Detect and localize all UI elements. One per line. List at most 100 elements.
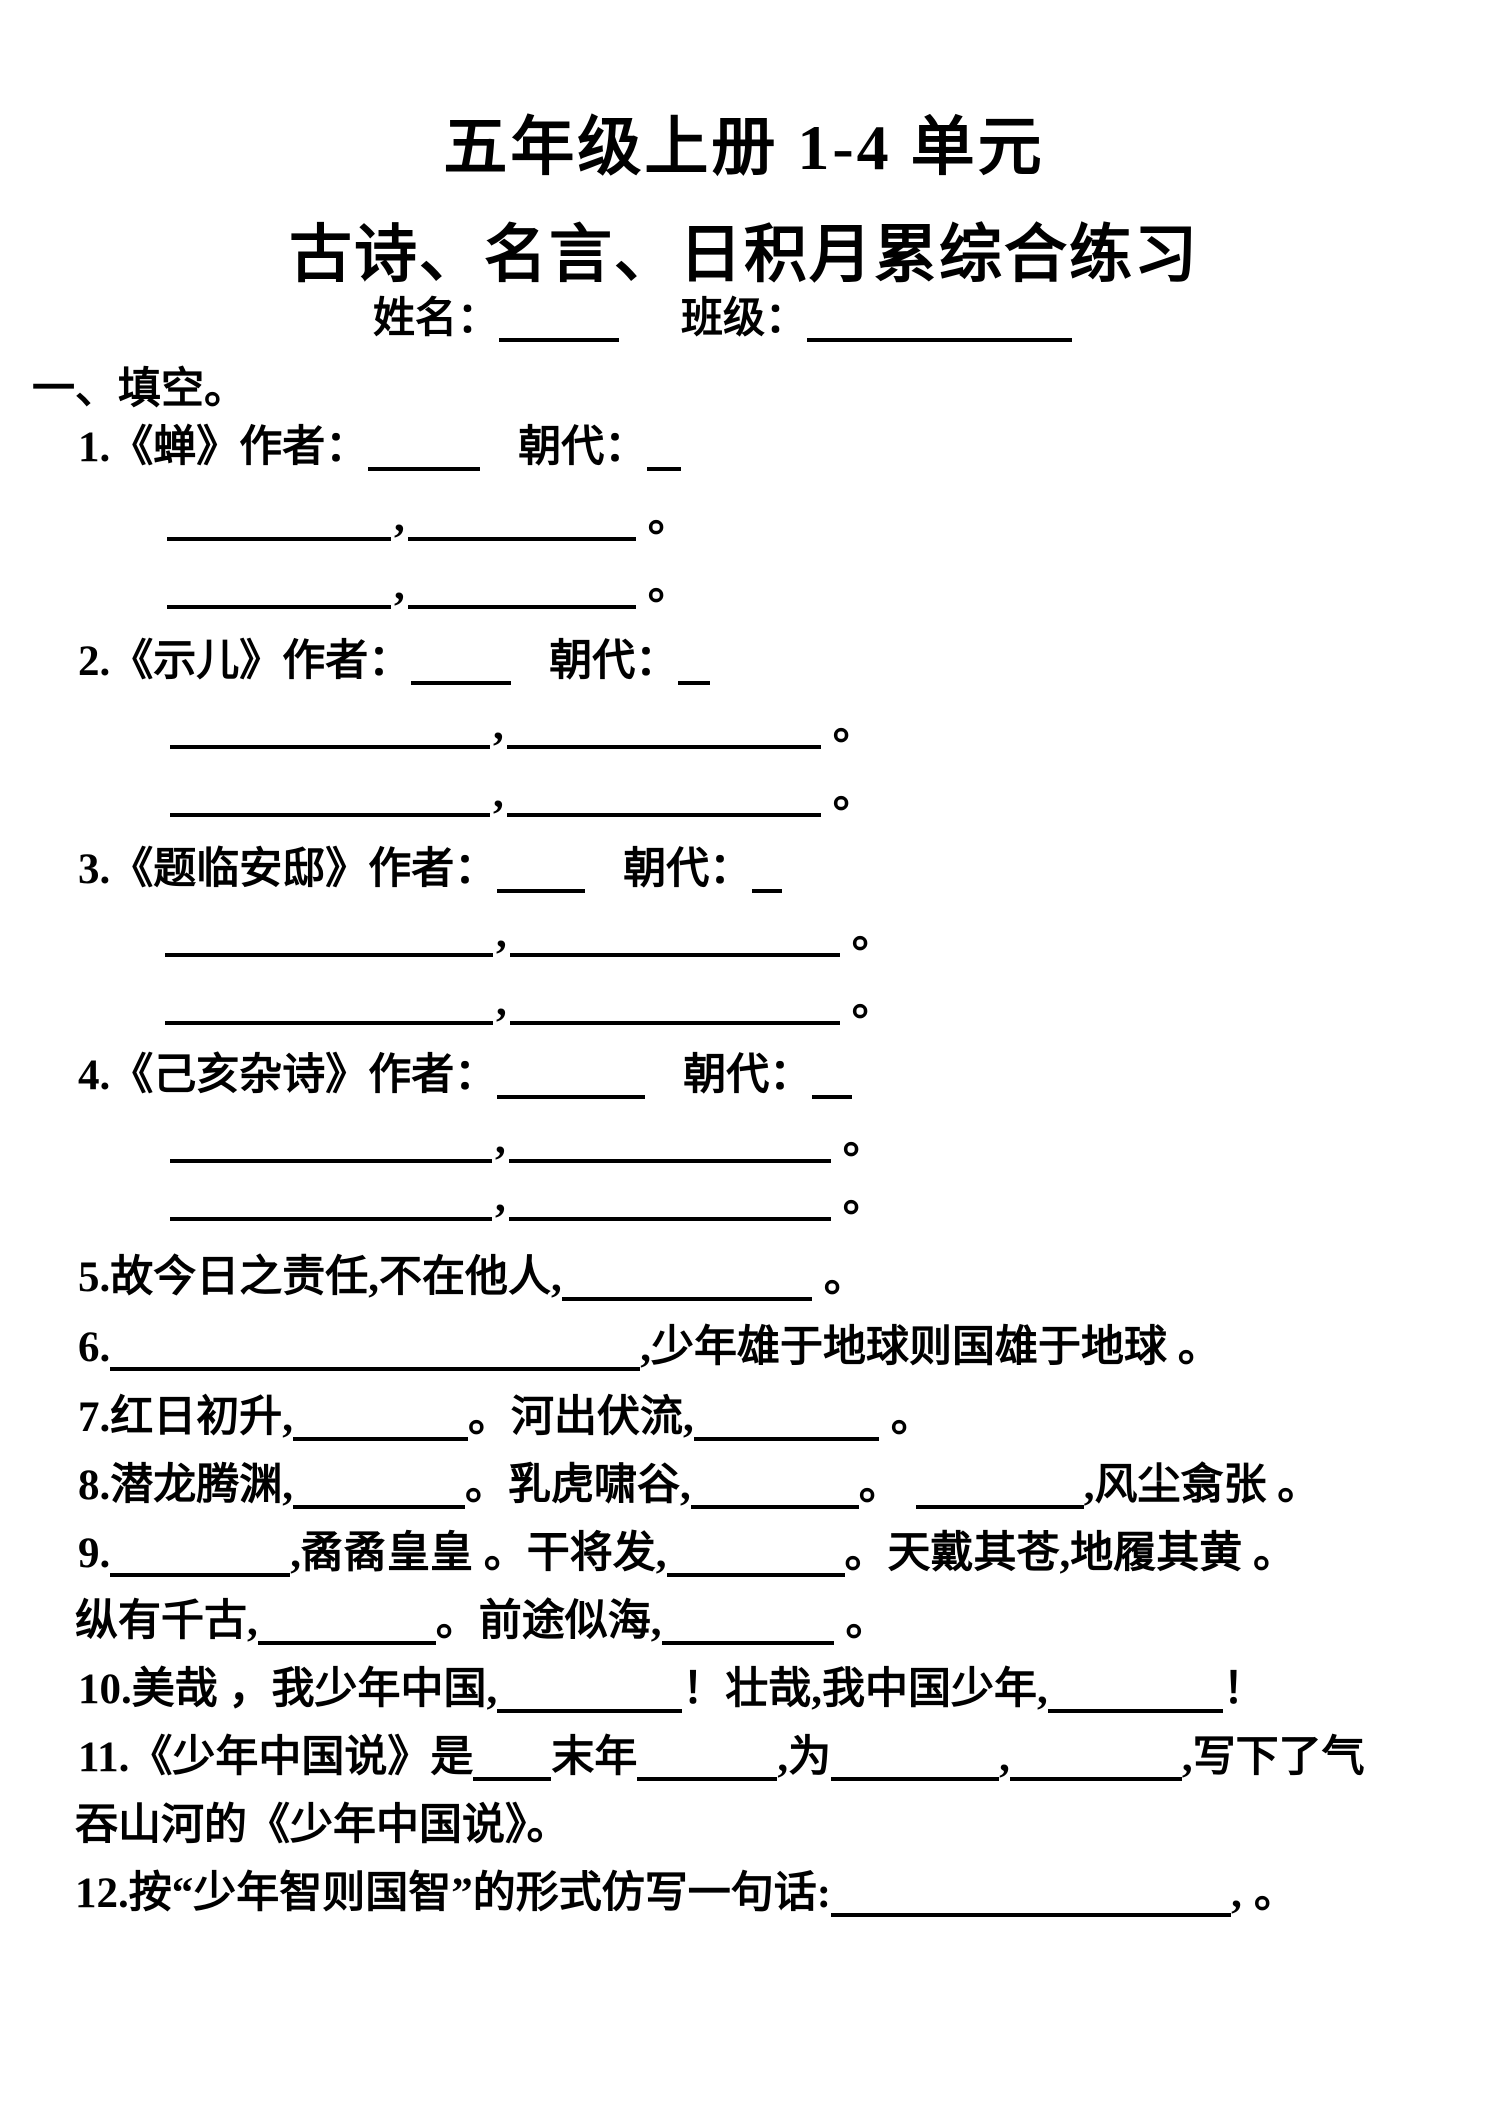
q10-line: 10.美哉 ，我少年中国,！壮哉,我中国少年,！	[78, 1662, 1266, 1718]
fill-blank	[1009, 1737, 1182, 1781]
question-text: ！壮哉,我中国少年,	[682, 1666, 1048, 1713]
period-mark: 。	[842, 1116, 886, 1163]
q5-line: 5.故今日之责任,不在他人, 。	[78, 1250, 867, 1306]
fill-blank	[110, 1533, 291, 1577]
period-mark: 。	[823, 1254, 867, 1301]
fill-blank	[407, 497, 636, 541]
question-number: 3.	[78, 846, 111, 893]
q4-blank-row: ,。	[170, 1112, 886, 1168]
question-text: 潜龙腾渊,	[110, 1462, 293, 1509]
question-number: 5.	[78, 1254, 111, 1301]
question-text: 《蝉》作者：	[110, 424, 369, 471]
name-blank	[499, 298, 620, 342]
question-number: 11.	[78, 1734, 130, 1781]
fill-blank	[170, 1177, 492, 1221]
question-text: 。乳虎啸谷,	[465, 1462, 691, 1509]
period-mark: 。	[851, 910, 895, 957]
question-text: ,风尘翕张 。	[1083, 1462, 1321, 1509]
q11-line-2: 吞山河的《少年中国说》。	[75, 1798, 570, 1854]
period-mark: 。	[851, 978, 895, 1025]
fill-blank	[170, 1119, 492, 1163]
question-text: 。前途似海,	[435, 1598, 662, 1645]
q2-blank-row: ,。	[170, 698, 876, 754]
question-text: 《少年中国说》是	[129, 1734, 474, 1781]
fill-blank	[170, 773, 490, 817]
comma-mark: ,	[495, 1116, 506, 1163]
period-mark: 。	[890, 1394, 934, 1441]
comma-mark: ,	[493, 702, 504, 749]
fill-blank	[506, 773, 821, 817]
comma-mark: ,	[394, 494, 405, 541]
dynasty-label: 朝代：	[518, 424, 648, 471]
question-number: 7.	[78, 1394, 111, 1441]
fill-blank	[1047, 1669, 1223, 1713]
fill-blank	[915, 1465, 1084, 1509]
q1-heading: 1.《蝉》作者：朝代：	[78, 420, 682, 476]
question-text: ,少年雄于地球则国雄于地球 。	[640, 1324, 1221, 1371]
question-text: 《示儿》作者：	[110, 638, 412, 685]
q2-blank-row: ,。	[170, 766, 876, 822]
fill-blank	[497, 1669, 683, 1713]
exclaim-mark: ！	[1222, 1666, 1266, 1713]
q2-heading: 2.《示儿》作者： 朝代：	[78, 634, 711, 690]
q9-line-2: 纵有千古,。前途似海,。	[75, 1594, 889, 1650]
fill-blank	[407, 565, 636, 609]
q1-blank-row: ,。	[167, 558, 691, 614]
question-number: 12.	[75, 1870, 129, 1917]
question-text: 《己亥杂诗》作者：	[110, 1052, 498, 1099]
q3-blank-row: ,。	[165, 974, 895, 1030]
question-number: 2.	[78, 638, 111, 685]
fill-blank	[509, 981, 840, 1025]
fill-blank	[666, 1533, 845, 1577]
class-blank	[807, 298, 1073, 342]
question-number: 9.	[78, 1530, 111, 1577]
dynasty-label: 朝代：	[683, 1052, 813, 1099]
question-text: ,为	[777, 1734, 832, 1781]
fill-blank	[508, 1177, 831, 1221]
comma-mark: ,	[394, 562, 405, 609]
fill-blank	[257, 1601, 436, 1645]
q3-blank-row: ,。	[165, 906, 895, 962]
fill-blank	[506, 705, 821, 749]
period-mark: 。	[647, 562, 691, 609]
period-mark: 。	[1253, 1870, 1297, 1917]
question-text: 故今日之责任,不在他人,	[110, 1254, 562, 1301]
question-text: 吞山河的《少年中国说》。	[75, 1802, 570, 1849]
fill-blank	[293, 1465, 465, 1509]
name-label: 姓名：	[373, 296, 500, 342]
fill-blank	[637, 1737, 778, 1781]
page-title: 五年级上册 1-4 单元	[443, 112, 1045, 183]
period-mark: 。	[832, 702, 876, 749]
fill-blank	[165, 981, 493, 1025]
comma-mark: ,	[493, 770, 504, 817]
comma-mark: ,	[496, 910, 507, 957]
question-text: ,矞矞皇皇 。干将发,	[290, 1530, 667, 1577]
question-number: 6.	[78, 1324, 111, 1371]
question-text: 红日初升,	[110, 1394, 293, 1441]
q9-line: 9.,矞矞皇皇 。干将发,。天戴其苍,地履其黄 。	[78, 1526, 1296, 1582]
fill-blank	[831, 1873, 1232, 1917]
fill-blank	[368, 427, 481, 471]
fill-blank	[170, 705, 490, 749]
q1-blank-row: ,。	[167, 490, 691, 546]
q8-line: 8.潜龙腾渊,。乳虎啸谷,。,风尘翕张 。	[78, 1458, 1320, 1514]
fill-blank	[561, 1257, 812, 1301]
question-number: 4.	[78, 1052, 111, 1099]
fill-blank	[411, 641, 512, 685]
dynasty-label: 朝代：	[549, 638, 679, 685]
name-class-line: 姓名：班级：	[373, 292, 1073, 346]
fill-blank	[508, 1119, 831, 1163]
question-text: 。河出伏流,	[468, 1394, 694, 1441]
q4-blank-row: ,。	[170, 1170, 886, 1226]
page-subtitle: 古诗、名言、日积月累综合练习	[289, 220, 1199, 290]
q3-heading: 3.《题临安邸》作者：朝代：	[78, 842, 783, 898]
fill-blank	[165, 913, 493, 957]
period-mark: 。	[832, 770, 876, 817]
q4-heading: 4.《己亥杂诗》作者： 朝代：	[78, 1048, 853, 1104]
period-mark: 。	[647, 494, 691, 541]
fill-blank	[497, 1055, 646, 1099]
comma-mark: ,	[999, 1734, 1010, 1781]
section-heading: 一、填空。	[32, 366, 247, 413]
fill-blank	[509, 913, 840, 957]
comma-mark: ,	[495, 1174, 506, 1221]
